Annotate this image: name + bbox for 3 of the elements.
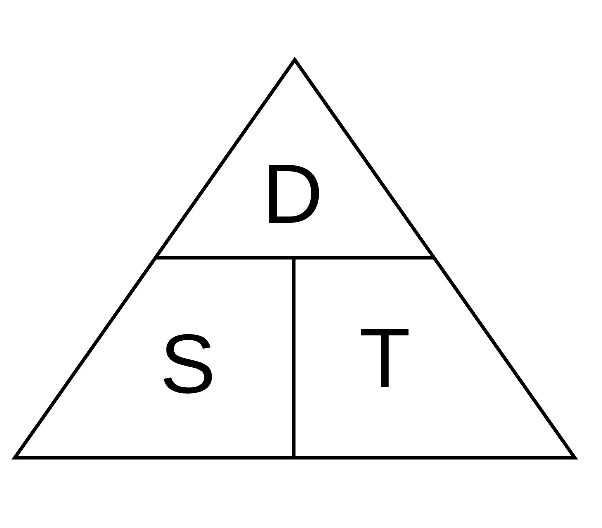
quantity-letter: T (359, 316, 411, 400)
quantity-letter: D (262, 152, 324, 236)
quantity-letter: S (160, 322, 216, 406)
